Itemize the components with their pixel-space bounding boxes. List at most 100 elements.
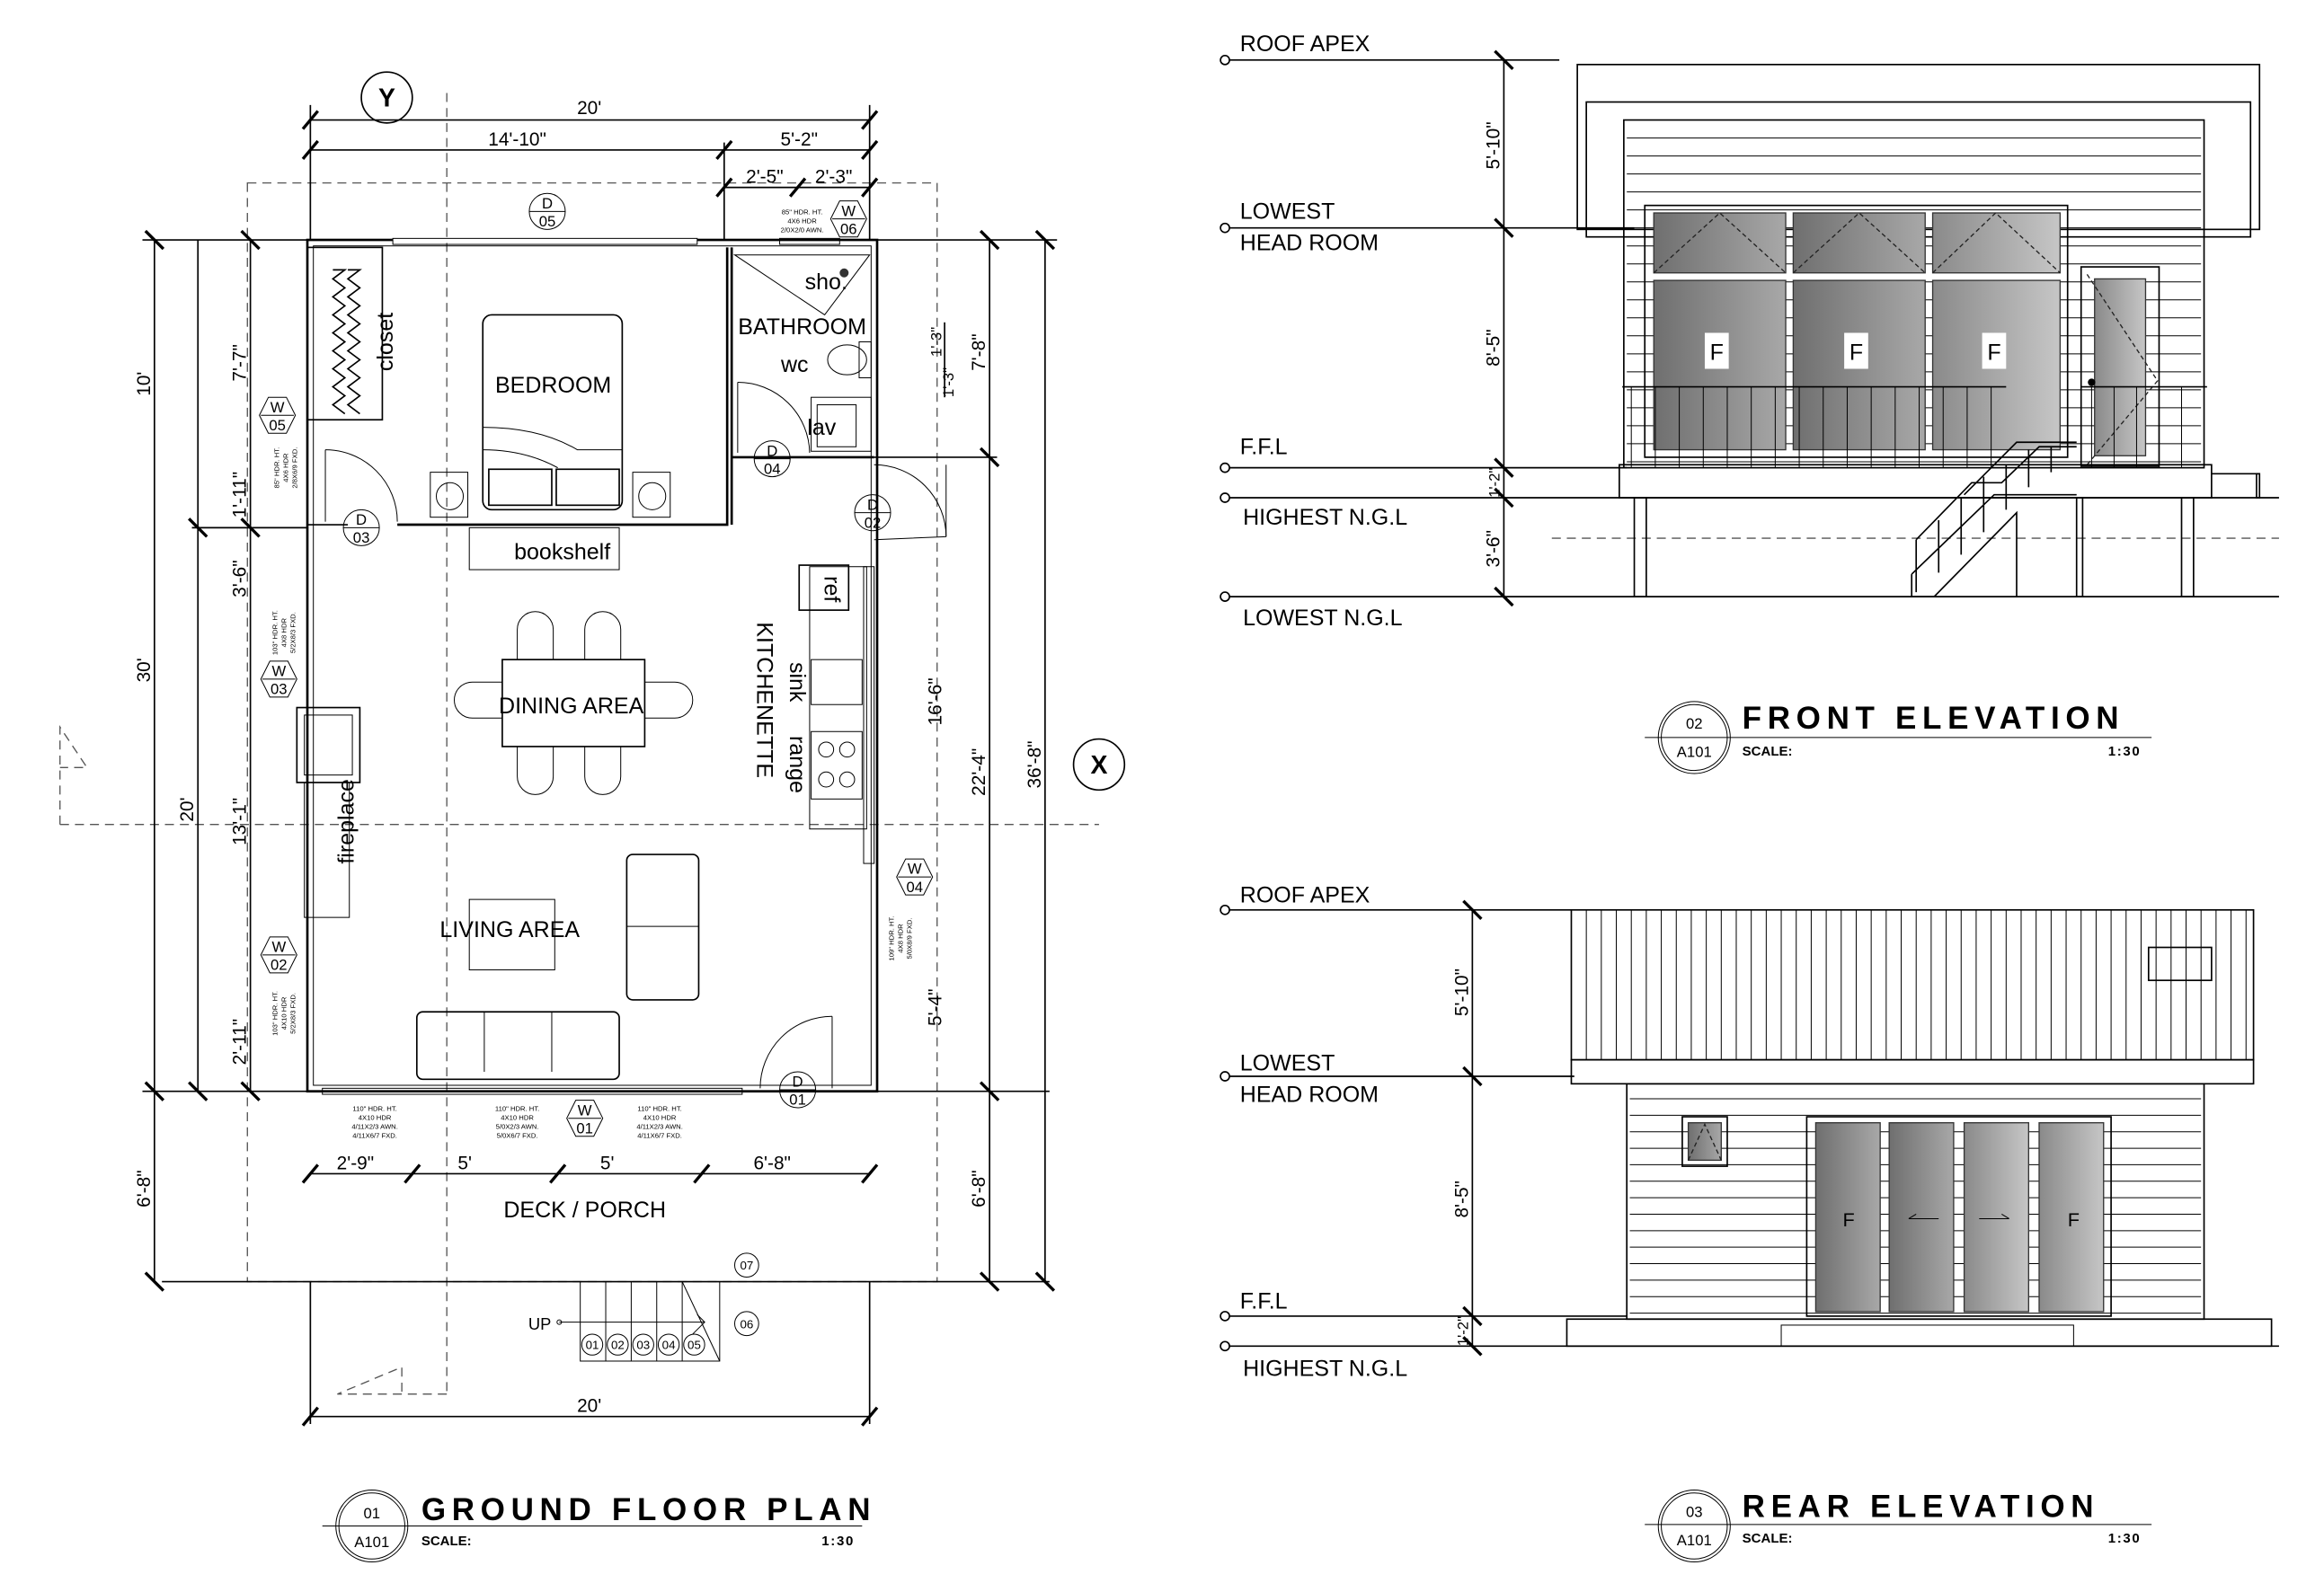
dim-label: 2'-11" bbox=[230, 1019, 251, 1066]
dimension-lines bbox=[142, 104, 1058, 1425]
door-tag-type: D bbox=[793, 1074, 803, 1091]
note-w01: 4/11X6/7 FXD. bbox=[637, 1131, 682, 1139]
kitchen-wall bbox=[863, 566, 875, 864]
title-block-front-elevation: 02 A101 FRONT ELEVATION SCALE: 1:30 bbox=[1645, 701, 2152, 774]
level-head-room: HEAD ROOM bbox=[1240, 231, 1379, 256]
dim-label: 5' bbox=[600, 1153, 615, 1173]
roof-panels bbox=[1570, 908, 2255, 1061]
level-lines bbox=[1220, 904, 2279, 1352]
sink-icon bbox=[811, 659, 863, 705]
dim-label: 6'-8" bbox=[134, 1170, 155, 1207]
dim-label: 1'-2" bbox=[1454, 1316, 1471, 1346]
window-tag-w01: 01 bbox=[576, 1119, 593, 1137]
dim-label: 20' bbox=[577, 98, 601, 119]
level-roof-apex: ROOF APEX bbox=[1240, 31, 1370, 57]
level-ticks bbox=[1462, 899, 1483, 1357]
level-highest-ngl: HIGHEST N.G.L bbox=[1243, 505, 1407, 530]
label-range: range bbox=[785, 736, 810, 793]
posts bbox=[1633, 473, 2261, 597]
dim-label: 5' bbox=[457, 1153, 472, 1173]
dim-label: 1'-3" bbox=[940, 367, 957, 397]
door-handle-icon bbox=[2088, 378, 2096, 386]
lavatory-icon bbox=[811, 396, 872, 452]
step-06: 06 bbox=[740, 1317, 753, 1331]
window-notes: 85" HDR. HT. 4X6 HDR 2/0X2/0 AWN. 85" HD… bbox=[271, 208, 914, 1140]
dimension-ticks bbox=[144, 110, 1056, 1427]
stair-step-tags: 01 02 03 04 05 06 07 bbox=[581, 1252, 759, 1356]
label-bookshelf: bookshelf bbox=[514, 539, 610, 564]
note-w01: 110" HDR. HT. bbox=[637, 1104, 681, 1112]
level-ffl: F.F.L bbox=[1240, 1289, 1288, 1314]
door-tag-d05: 05 bbox=[539, 213, 556, 230]
scale-label: SCALE: bbox=[1743, 744, 1793, 759]
dim-label: 7'-7" bbox=[230, 344, 251, 382]
drawing-title: REAR ELEVATION bbox=[1743, 1489, 2100, 1524]
note-w02: 4X10 HDR bbox=[280, 996, 288, 1030]
lamp-icon bbox=[436, 482, 465, 510]
kitchen-counter bbox=[809, 566, 867, 830]
rear-elevation: ROOF APEX LOWEST HEAD ROOM F.F.L HIGHEST… bbox=[1220, 882, 2279, 1563]
grid-label-y: Y bbox=[378, 84, 395, 113]
front-door bbox=[2080, 266, 2160, 467]
window-label-fixed: F bbox=[1849, 340, 1863, 365]
window-w06 bbox=[779, 237, 840, 245]
rear-step bbox=[1780, 1324, 2074, 1347]
door-tags: D05 D03 D04 D02 D01 bbox=[342, 192, 891, 1109]
note-w03: 5/2X8/3 FXD. bbox=[289, 612, 297, 653]
dim-label: 22'-4" bbox=[969, 748, 989, 796]
room-label-closet: closet bbox=[373, 313, 398, 371]
step-07: 07 bbox=[740, 1259, 753, 1272]
roof-vent bbox=[2147, 946, 2213, 982]
note-w01: 110" HDR. HT. bbox=[352, 1104, 396, 1112]
interior-walls bbox=[397, 247, 874, 526]
rear-folding-door bbox=[1805, 1116, 2112, 1317]
label-up: UP bbox=[528, 1314, 551, 1333]
front-wall bbox=[1623, 119, 2205, 469]
note-w01: 4X10 HDR bbox=[501, 1113, 534, 1121]
door-tag-type: D bbox=[356, 511, 367, 528]
dim-label: 8'-5" bbox=[1451, 1181, 1472, 1218]
dim-label: 5'-10" bbox=[1451, 968, 1472, 1016]
note-w01: 4X10 HDR bbox=[359, 1113, 392, 1121]
rear-window bbox=[1681, 1116, 1728, 1167]
dim-label: 5'-4" bbox=[926, 988, 946, 1026]
foundation bbox=[1566, 1318, 2273, 1348]
sheet-number: A101 bbox=[354, 1534, 389, 1551]
note-w06: 2/0X2/0 AWN. bbox=[781, 226, 824, 234]
note-w05: 85" HDR. HT. bbox=[272, 447, 280, 489]
door-tag-type: D bbox=[542, 195, 553, 212]
label-ref: ref bbox=[820, 576, 845, 602]
window-frame bbox=[1644, 204, 2069, 458]
ground-floor-plan: Y X closet BEDROOM bookshelf sho. BATHRO… bbox=[59, 71, 1126, 1563]
window-tag-w04: 04 bbox=[906, 879, 923, 896]
bookshelf bbox=[468, 526, 620, 570]
window-tag-type: W bbox=[271, 663, 286, 680]
stairs bbox=[556, 1281, 721, 1362]
room-label-dining: DINING AREA bbox=[499, 694, 644, 719]
scale-value: 1:30 bbox=[2108, 1531, 2142, 1546]
note-w01: 5/0X6/7 FXD. bbox=[497, 1131, 538, 1139]
window-tag-w02: 02 bbox=[271, 957, 288, 974]
label-wc: wc bbox=[780, 352, 809, 377]
door-tag-d02: 02 bbox=[865, 514, 882, 531]
shower-drain-icon bbox=[839, 268, 849, 278]
note-w02: 103" HDR. HT. bbox=[271, 991, 279, 1036]
title-block-rear-elevation: 03 A101 REAR ELEVATION SCALE: 1:30 bbox=[1645, 1489, 2152, 1563]
drawing-title: FRONT ELEVATION bbox=[1743, 701, 2125, 736]
window-label-fixed: F bbox=[1710, 340, 1724, 365]
roof-seams bbox=[1585, 909, 2247, 1060]
window-tag-type: W bbox=[271, 939, 286, 956]
sheet-number: A101 bbox=[1677, 744, 1712, 761]
label-kitchenette: KITCHENETTE bbox=[752, 622, 777, 778]
dimension-labels: 20' 14'-10" 5'-2" 2'-5" 2'-3" 2'-9" 5' 5… bbox=[134, 98, 1045, 1417]
note-w06: 4X6 HDR bbox=[787, 217, 817, 226]
dim-label: 1'-11" bbox=[230, 472, 251, 518]
dim-label: 36'-8" bbox=[1025, 740, 1045, 788]
front-stairs bbox=[1911, 441, 2077, 597]
level-head-room: HEAD ROOM bbox=[1240, 1082, 1379, 1107]
door-tag-type: D bbox=[867, 496, 878, 513]
sofa bbox=[415, 1011, 620, 1081]
step-02: 02 bbox=[611, 1339, 625, 1352]
slide-right-arrow-icon bbox=[1979, 1214, 2009, 1219]
